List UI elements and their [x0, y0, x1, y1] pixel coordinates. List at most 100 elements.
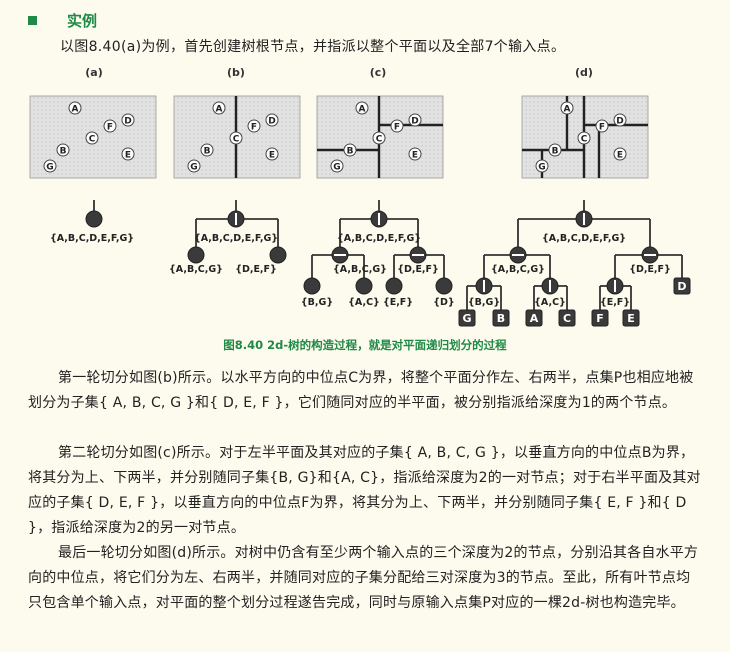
set-label-b-right: {D,E,F} [235, 264, 277, 275]
svg-text:A: A [564, 105, 571, 115]
plane-point-e: E [265, 147, 279, 161]
svg-text:C: C [89, 135, 96, 145]
svg-text:B: B [60, 147, 67, 157]
paragraph-1: 第一轮切分如图(b)所示。以水平方向的中位点C为界，将整个平面分作左、右两半，点… [28, 370, 694, 411]
svg-text:E: E [627, 312, 635, 325]
tree-nodes: G B A C F E D [85, 210, 691, 327]
svg-text:B: B [204, 147, 211, 157]
set-label-d-bg: {B,G} [468, 297, 500, 308]
set-label-c-ef: {E,F} [383, 297, 413, 308]
plane-point-a: A [68, 101, 82, 115]
plane-points: A B C D E F G A B C D E F G A B C D E F G A B C D E F G [43, 101, 627, 173]
tree-node-12 [509, 246, 527, 264]
plane-point-f: F [595, 119, 609, 133]
set-label-d-root: {A,B,C,D,E,F,G} [542, 233, 626, 244]
plane-point-f: F [247, 119, 261, 133]
leaf-box-d: D [673, 277, 691, 295]
svg-text:D: D [268, 117, 275, 127]
panel-label-b: (b) [227, 66, 245, 79]
set-label-b-root: {A,B,C,D,E,F,G} [194, 233, 278, 244]
tree-node-10 [435, 277, 453, 295]
svg-text:C: C [376, 135, 383, 145]
leaf-box-f: F [591, 309, 609, 327]
svg-text:B: B [497, 312, 505, 325]
tree-node-2 [187, 246, 205, 264]
svg-text:G: G [46, 163, 53, 173]
plane-point-g: G [330, 159, 344, 173]
svg-text:F: F [251, 123, 257, 133]
plane-point-c: C [577, 131, 591, 145]
tree-node-1 [227, 210, 245, 228]
svg-text:D: D [677, 280, 686, 293]
svg-text:C: C [563, 312, 571, 325]
svg-text:F: F [599, 123, 605, 133]
svg-text:E: E [125, 151, 131, 161]
tree-node-6 [409, 246, 427, 264]
tree-node-15 [541, 277, 559, 295]
svg-text:B: B [552, 147, 559, 157]
plane-point-a: A [212, 101, 226, 115]
set-label-c-ac: {A,C} [348, 297, 380, 308]
svg-text:A: A [530, 312, 539, 325]
plane-point-g: G [535, 159, 549, 173]
panel-label-a: (a) [85, 66, 102, 79]
svg-text:F: F [596, 312, 604, 325]
plane-point-c: C [229, 131, 243, 145]
svg-text:D: D [124, 117, 131, 127]
kd-tree-figure: (a) (b) (c) (d) A B C D E F G A B C D E F G A B C D E F G A B C… [29, 66, 691, 327]
plane-point-e: E [121, 147, 135, 161]
set-label-d-ef: {E,F} [600, 297, 630, 308]
tree-node-7 [303, 277, 321, 295]
plane-point-f: F [390, 119, 404, 133]
svg-text:D: D [411, 117, 418, 127]
svg-text:C: C [233, 135, 240, 145]
svg-text:G: G [190, 163, 197, 173]
plane-point-d: D [121, 113, 135, 127]
set-label-b-left: {A,B,C,G} [169, 264, 223, 275]
svg-text:E: E [412, 151, 418, 161]
tree-node-13 [641, 246, 659, 264]
paragraph-2: 第二轮切分如图(c)所示。对于左半平面及其对应的子集{ A, B, C, G }… [28, 445, 701, 536]
section-heading: 实例 [28, 10, 97, 31]
leaf-box-e: E [622, 309, 640, 327]
leaf-box-a: A [525, 309, 543, 327]
plane-point-g: G [187, 159, 201, 173]
svg-text:F: F [394, 123, 400, 133]
plane-point-f: F [103, 119, 117, 133]
tree-node-16 [606, 277, 624, 295]
svg-text:A: A [72, 105, 79, 115]
tree-node-3 [269, 246, 287, 264]
svg-text:B: B [347, 147, 354, 157]
intro-paragraph: 以图8.40(a)为例，首先创建树根节点，并指派以整个平面以及全部7个输入点。 [60, 39, 566, 55]
plane-point-e: E [613, 147, 627, 161]
plane-point-b: B [200, 143, 214, 157]
leaf-box-b: B [492, 309, 510, 327]
plane-point-d: D [613, 113, 627, 127]
figure-caption: 图8.40 2d-树的构造过程，就是对平面递归划分的过程 [223, 338, 507, 352]
svg-text:E: E [617, 151, 623, 161]
tree-node-9 [385, 277, 403, 295]
plane-point-b: B [343, 143, 357, 157]
plane-point-a: A [355, 101, 369, 115]
svg-text:C: C [581, 135, 588, 145]
set-label-d-ac: {A,C} [534, 297, 566, 308]
heading-text: 实例 [67, 12, 98, 30]
svg-text:G: G [538, 163, 545, 173]
panel-label-c: (c) [370, 66, 387, 79]
plane-point-b: B [548, 143, 562, 157]
svg-text:A: A [216, 105, 223, 115]
tree-node-4 [370, 210, 388, 228]
svg-text:D: D [616, 117, 623, 127]
tree-node-8 [355, 277, 373, 295]
panel-label-d: (d) [575, 66, 593, 79]
plane-point-d: D [408, 113, 422, 127]
leaf-box-c: C [558, 309, 576, 327]
set-label-a-root: {A,B,C,D,E,F,G} [50, 233, 134, 244]
plane-point-d: D [265, 113, 279, 127]
tree-node-11 [575, 210, 593, 228]
set-label-c-root: {A,B,C,D,E,F,G} [337, 233, 421, 244]
leaf-box-g: G [458, 309, 476, 327]
svg-text:F: F [107, 123, 113, 133]
set-label-c-left: {A,B,C,G} [333, 264, 387, 275]
plane-point-e: E [408, 147, 422, 161]
